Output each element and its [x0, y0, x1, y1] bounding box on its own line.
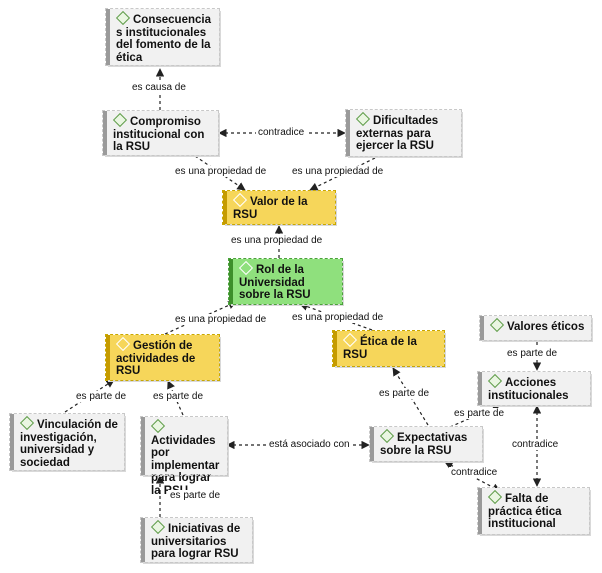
edge-label-vinculacion-gestion: es parte de	[74, 391, 129, 402]
concept-icon	[112, 112, 128, 128]
edge-label-compromiso-valor: es una propiedad de	[173, 166, 269, 177]
concept-icon	[150, 418, 166, 434]
concept-icon	[489, 317, 505, 333]
concept-icon	[355, 111, 371, 127]
concept-icon	[115, 10, 131, 26]
edge-label-dificultades-valor: es una propiedad de	[290, 166, 386, 177]
concept-icon	[238, 260, 254, 276]
node-etica[interactable]: Ética de la RSU	[332, 330, 445, 367]
node-vinculacion[interactable]: Vinculación de investigación, universida…	[9, 413, 125, 471]
node-expectativas[interactable]: Expectativas sobre la RSU	[369, 426, 483, 462]
concept-icon	[19, 415, 35, 431]
edge-label-asociado: está asociado con	[267, 439, 352, 450]
node-consecuencias[interactable]: Consecuencia s institucionales del fomen…	[105, 8, 220, 66]
edge-label-expectativas-falta: contradice	[449, 467, 500, 478]
concept-icon	[379, 428, 395, 444]
edge-label-rol-valor: es una propiedad de	[229, 235, 325, 246]
edge-line-expectativas-etica	[392, 367, 429, 426]
concept-icon	[487, 489, 503, 505]
concept-icon	[115, 336, 131, 352]
node-falta[interactable]: Falta de práctica ética institucional	[477, 487, 590, 535]
edge-label-expectativas-etica: es parte de	[377, 388, 432, 399]
edge-label-actividades-gestion: es parte de	[151, 391, 206, 402]
node-compromiso[interactable]: Compromiso institucional con la RSU	[102, 110, 219, 156]
node-iniciativas[interactable]: Iniciativas de universitarios para logra…	[140, 517, 253, 563]
node-valores[interactable]: Valores éticos	[479, 315, 592, 341]
concept-icon	[232, 192, 248, 208]
node-rol[interactable]: Rol de la Universidad sobre la RSU	[228, 258, 343, 305]
edge-label-iniciativas-actividades: es parte de	[168, 490, 223, 501]
edge-label-causa: es causa de	[130, 82, 188, 93]
edge-label-etica-rol: es una propiedad de	[290, 312, 386, 323]
edge-label-gestion-rol: es una propiedad de	[173, 314, 269, 325]
edge-line-vinculacion-gestion	[64, 379, 115, 413]
node-valor[interactable]: Valor de la RSU	[222, 190, 336, 225]
concept-icon	[487, 373, 503, 389]
node-acciones[interactable]: Acciones institucionales	[477, 371, 591, 406]
node-actividades[interactable]: Actividades por implementar para lograr …	[140, 416, 228, 497]
edge-label-expectativas-acciones: es parte de	[452, 408, 507, 419]
node-gestion[interactable]: Gestión de actividades de RSU	[105, 334, 220, 381]
edge-label-acciones-falta: contradice	[510, 439, 561, 450]
edge-label-valores-acciones: es parte de	[505, 348, 560, 359]
concept-icon	[342, 332, 358, 348]
node-dificultades[interactable]: Dificultades externas para ejercer la RS…	[345, 109, 462, 157]
concept-icon	[150, 519, 166, 535]
edge-label-contradice-top: contradice	[256, 127, 307, 138]
